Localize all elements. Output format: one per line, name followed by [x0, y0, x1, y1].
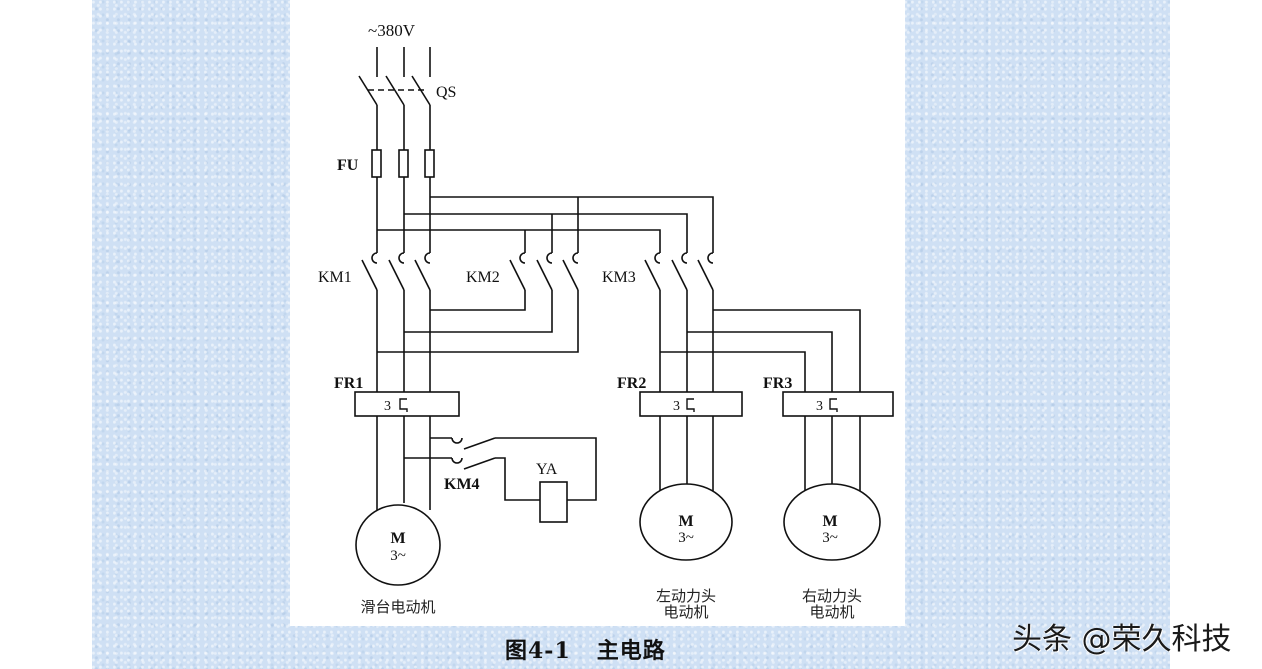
svg-text:M: M	[678, 513, 693, 530]
overload-relay-fr1: 3 FR1	[334, 375, 460, 417]
brake-circuit-km4-ya: YA KM4	[404, 437, 597, 523]
main-lines	[376, 105, 431, 253]
km1-label: KM1	[318, 269, 352, 286]
motor-feed-lines	[376, 416, 861, 510]
ya-label: YA	[536, 461, 558, 478]
motor-left-power-head: M 3~ 左动力头 电动机	[639, 483, 733, 621]
km2-label: KM2	[466, 269, 500, 286]
svg-text:M: M	[390, 530, 405, 547]
isolator-switch-qs: QS	[358, 75, 456, 106]
fr2-label: FR2	[617, 375, 646, 392]
svg-text:3~: 3~	[822, 530, 838, 546]
svg-text:M: M	[822, 513, 837, 530]
overload-relay-fr3: 3 FR3	[763, 375, 894, 417]
svg-text:3: 3	[816, 399, 823, 414]
km2-output-lines	[377, 290, 579, 353]
motor-slide-table: M 3~ 滑台电动机	[355, 504, 441, 616]
motor-right-power-head: M 3~ 右动力头 电动机	[783, 483, 881, 621]
km1-output-lines	[376, 290, 431, 392]
svg-text:3: 3	[673, 399, 680, 414]
fr3-label: FR3	[763, 375, 792, 392]
motor-right-label-line1: 右动力头	[802, 587, 862, 605]
km3-output-lines	[659, 290, 861, 392]
qs-label: QS	[436, 84, 456, 101]
supply-lines	[376, 47, 431, 77]
supply-label: ~380V	[368, 21, 416, 40]
motor-left-label-line2: 电动机	[663, 603, 708, 621]
contactor-km2: KM2	[466, 252, 579, 291]
figure-caption: 图4-1 主电路	[505, 638, 666, 664]
busbars	[377, 196, 714, 253]
overload-relay-fr2: 3 FR2	[617, 375, 743, 417]
watermark: 头条 @荣久科技	[1012, 622, 1232, 657]
svg-text:3: 3	[384, 399, 391, 414]
motor-right-label-line2: 电动机	[809, 603, 854, 621]
motor-left-label-line1: 左动力头	[656, 587, 716, 605]
svg-text:3~: 3~	[390, 548, 406, 564]
contactor-km1: KM1	[318, 252, 431, 291]
fu-label: FU	[337, 157, 359, 174]
motor-slide-table-label: 滑台电动机	[360, 598, 435, 616]
fuses-fu: FU	[337, 149, 435, 178]
fr1-label: FR1	[334, 375, 363, 392]
km4-label: KM4	[444, 476, 480, 493]
contactor-km3: KM3	[602, 252, 714, 291]
svg-text:3~: 3~	[678, 530, 694, 546]
km3-label: KM3	[602, 269, 636, 286]
